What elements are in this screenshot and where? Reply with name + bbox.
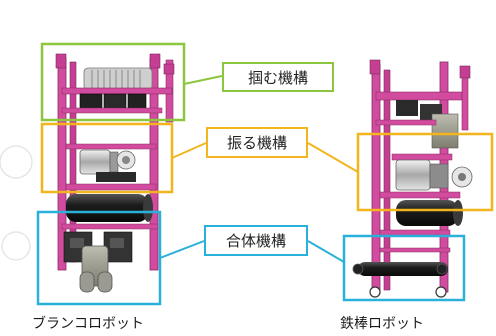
combine-highlight-frame-right — [342, 234, 466, 302]
combine-mechanism-label: 合体機構 — [204, 225, 308, 256]
swing-leader-line-right — [307, 142, 359, 173]
swing-robot-caption: ブランコロボット — [32, 316, 144, 332]
swing-robot-illustration — [55, 53, 175, 293]
combine-leader-line-left — [159, 240, 205, 259]
bar-robot-illustration — [352, 59, 473, 298]
combine-leader-line-right — [307, 240, 345, 263]
grip-mechanism-text: 掴む機構 — [247, 68, 308, 87]
grip-leader-line — [183, 75, 223, 85]
combine-mechanism-text: 合体機構 — [225, 232, 286, 250]
swing-mechanism-label: 振る機構 — [206, 127, 308, 158]
faint-circle-shape — [0, 145, 33, 179]
swing-mechanism-text: 振る機構 — [226, 134, 287, 152]
grip-highlight-frame — [40, 42, 186, 122]
faint-circle-shape — [1, 231, 31, 261]
swing-leader-line-left — [171, 142, 207, 159]
grip-mechanism-label: 掴む機構 — [222, 62, 334, 92]
bar-robot-caption: 鉄棒ロボット — [340, 316, 424, 332]
